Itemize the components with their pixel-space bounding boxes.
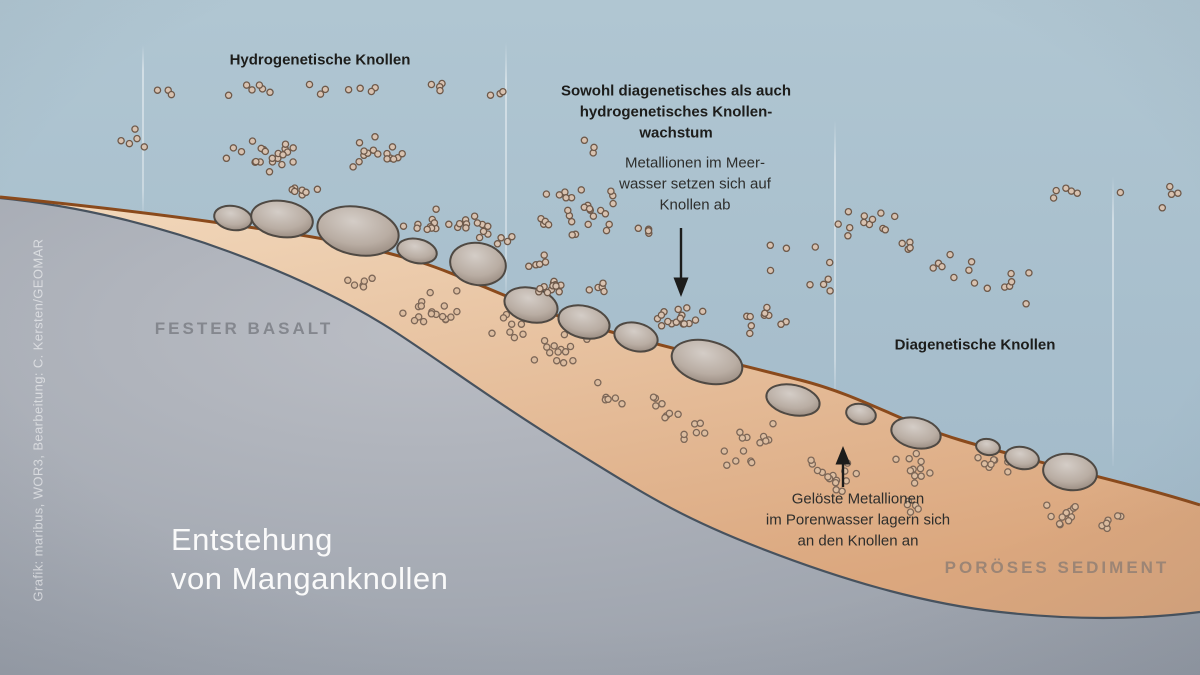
label-line: Metallionen im Meer- (624, 154, 766, 172)
diagram-title: Entstehung von Manganknollen (171, 520, 448, 598)
label-line: an den Knollen an (797, 532, 919, 550)
label-line: Knollen ab (659, 196, 731, 214)
region-label-porous-sediment: PORÖSES SEDIMENT (944, 558, 1170, 577)
label-line: im Porenwasser lagern sich (765, 511, 951, 529)
region-label-solid-basalt: FESTER BASALT (154, 319, 334, 338)
label-metal-ions-seawater: Metallionen im Meer- wasser setzen sich … (619, 153, 771, 216)
title-line: Entstehung (171, 522, 333, 557)
label-dissolved-metal-ions: Gelöste Metallionen im Porenwasser lager… (766, 489, 950, 552)
label-diagenetic-nodules: Diagenetische Knollen (894, 336, 1056, 354)
title-line: von Manganknollen (171, 561, 449, 596)
label-line: wasser setzen sich auf (619, 175, 771, 193)
label-line: Gelöste Metallionen (791, 490, 925, 508)
credit-text: Grafik: maribus, WOR3, Bearbeitung: C. K… (30, 238, 46, 602)
label-hydrogenetic-nodules: Hydrogenetische Knollen (229, 51, 411, 69)
label-line: Sowohl diagenetisches als auch (560, 82, 792, 100)
label-line: wachstum (639, 124, 713, 142)
label-mixed-nodule-growth: Sowohl diagenetisches als auch hydrogene… (561, 81, 791, 144)
label-line: hydrogenetisches Knollen- (579, 103, 773, 121)
